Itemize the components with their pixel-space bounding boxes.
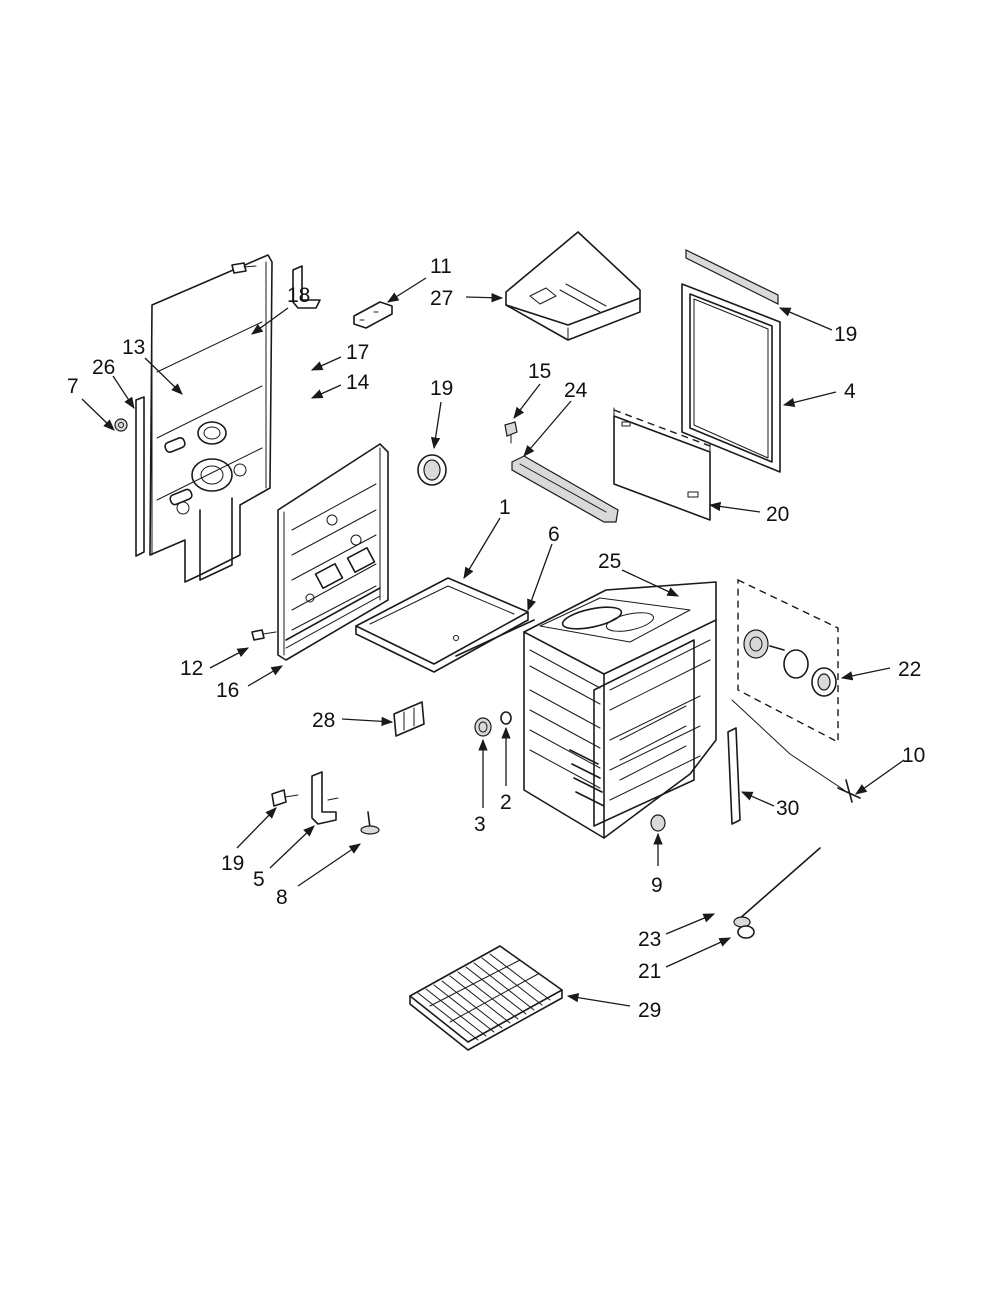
part-door-strip xyxy=(685,249,779,305)
callout-17: 17 xyxy=(346,341,369,364)
callout-23: 23 xyxy=(638,928,661,951)
part-leg-bracket xyxy=(311,771,339,825)
part-door-frame xyxy=(681,283,781,473)
part-top-cover xyxy=(505,231,641,341)
part-probe xyxy=(733,847,821,939)
callout-13: 13 xyxy=(122,336,145,359)
callout-30: 30 xyxy=(776,797,799,820)
part-rear-panel xyxy=(149,254,273,583)
part-nut xyxy=(114,418,128,432)
part-washer xyxy=(500,711,512,725)
part-grommet xyxy=(417,454,447,486)
part-clip xyxy=(292,265,321,309)
callout-labels: 11 27 18 17 14 13 26 7 15 24 19 19 4 20 … xyxy=(67,255,925,1022)
callout-20: 20 xyxy=(766,503,789,526)
leader-lines xyxy=(81,277,905,1007)
part-rod xyxy=(455,619,535,657)
callout-11: 11 xyxy=(430,255,452,278)
callout-21: 21 xyxy=(638,960,661,983)
part-bolt xyxy=(650,814,666,832)
callout-25: 25 xyxy=(598,550,621,573)
callout-28: 28 xyxy=(312,709,335,732)
callout-6: 6 xyxy=(548,523,560,546)
part-side-bracket xyxy=(135,396,145,557)
callout-4: 4 xyxy=(844,380,856,403)
callout-19-bottom-left: 19 xyxy=(221,852,244,875)
callout-27: 27 xyxy=(430,287,453,310)
part-rail xyxy=(511,455,619,523)
callout-26: 26 xyxy=(92,356,115,379)
callout-19-top-right: 19 xyxy=(834,323,857,346)
callout-8: 8 xyxy=(276,886,288,909)
callout-3: 3 xyxy=(474,813,486,836)
callout-16: 16 xyxy=(216,679,239,702)
callout-10: 10 xyxy=(902,744,925,767)
part-bracket-small xyxy=(353,301,393,329)
callout-1: 1 xyxy=(499,496,511,519)
callout-12: 12 xyxy=(180,657,203,680)
part-drip-tray xyxy=(355,577,529,673)
part-hinge xyxy=(393,701,425,737)
callout-9: 9 xyxy=(651,874,663,897)
callout-29: 29 xyxy=(638,999,661,1022)
callout-18: 18 xyxy=(287,284,310,307)
part-side-panel xyxy=(277,443,389,661)
part-light-assembly xyxy=(737,578,839,744)
callout-22: 22 xyxy=(898,658,921,681)
part-leveler xyxy=(360,811,380,835)
part-screw-15 xyxy=(504,421,518,444)
callout-2: 2 xyxy=(500,791,512,814)
callout-24: 24 xyxy=(564,379,588,402)
callout-19-mid: 19 xyxy=(430,377,453,400)
part-sensor xyxy=(727,699,861,825)
part-oven-rack xyxy=(409,945,563,1051)
part-oven-cavity xyxy=(523,581,717,839)
callout-5: 5 xyxy=(253,868,265,891)
callout-15: 15 xyxy=(528,360,551,383)
callout-7: 7 xyxy=(67,375,79,398)
part-leg-bolt xyxy=(271,789,299,807)
callout-14: 14 xyxy=(346,371,370,394)
part-screw-top xyxy=(231,262,257,274)
part-screw-12 xyxy=(251,629,277,641)
part-knob xyxy=(474,717,492,737)
part-door-panel xyxy=(613,407,711,521)
